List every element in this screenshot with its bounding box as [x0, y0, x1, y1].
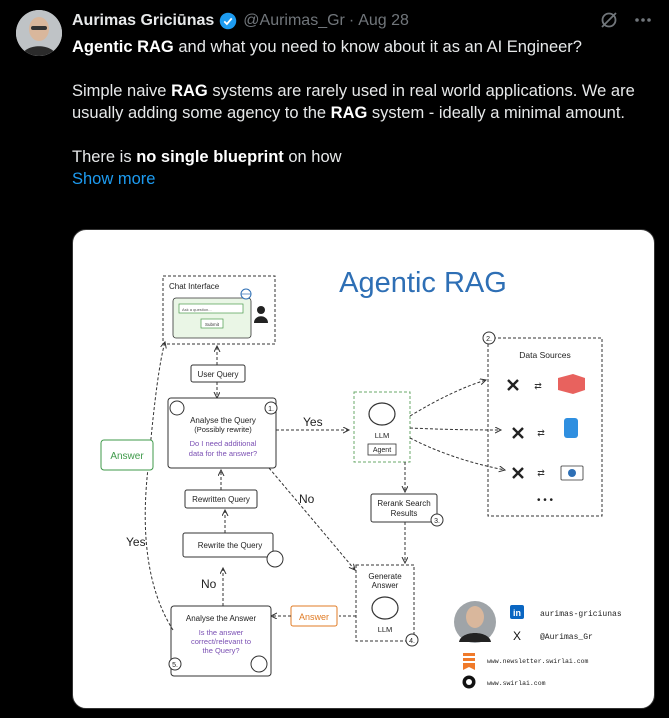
- possibly-rewrite-label: (Possibly rewrite): [194, 425, 252, 434]
- tweet-p2-e: system - ideally a minimal amount.: [367, 104, 626, 122]
- substack-icon: [463, 653, 475, 656]
- answer-orange-label: Answer: [299, 612, 329, 622]
- brain-icon-agent: [368, 402, 396, 426]
- step-1: 1.: [268, 406, 274, 413]
- user-query-box: [190, 364, 246, 383]
- answer-green-box: [100, 439, 154, 471]
- rewritten-query-label: Rewritten Query: [192, 495, 250, 504]
- brain-icon-answer: [250, 655, 268, 673]
- relevant-line1: Is the answer: [199, 628, 244, 637]
- author-name[interactable]: Aurimas Griciūnas: [72, 12, 215, 29]
- ask-question-input: [178, 303, 244, 314]
- tweet-p2-b: RAG: [171, 82, 208, 100]
- linkedin-icon: [510, 605, 524, 619]
- verified-badge-icon: [220, 12, 237, 30]
- rerank-line1: Rerank Search: [377, 499, 430, 508]
- tool-icon: [507, 379, 524, 479]
- agent-label: Agent: [373, 447, 391, 454]
- tweet-headline-rest: and what you need to know about it as an…: [173, 38, 582, 56]
- answer-green-label: Answer: [110, 451, 144, 462]
- x-logo-icon: X: [513, 629, 521, 643]
- rewrite-query-box: [182, 532, 274, 558]
- step-5: 5.: [172, 662, 178, 669]
- author-handle[interactable]: @Aurimas_Gr: [243, 12, 345, 29]
- site-url: www.swirlai.com: [487, 680, 546, 687]
- tweet-p2-c: systems are rarely used in real world ap…: [72, 82, 635, 122]
- agent-llm-label: LLM: [375, 431, 390, 440]
- tweet-p3-b: no single blueprint: [136, 148, 284, 166]
- analyse-query-box: [167, 397, 277, 469]
- tweet-p2-a: Simple naive: [72, 82, 172, 100]
- svg-text:⇄: ⇄: [534, 381, 542, 391]
- generate-line2: Answer: [372, 581, 399, 590]
- x-handle: @Aurimas_Gr: [540, 633, 593, 642]
- step-4: 4.: [409, 638, 415, 645]
- generate-line1: Generate: [368, 572, 402, 581]
- need-data-line2: data for the answer?: [189, 449, 257, 458]
- newsletter-url: www.newsletter.swirlai.com: [487, 658, 589, 665]
- grok-icon[interactable]: [599, 10, 619, 30]
- rerank-box: [370, 493, 438, 523]
- analyse-query-label: Analyse the Query: [190, 416, 256, 425]
- no-label-bottom: No: [201, 577, 217, 591]
- tweet-image[interactable]: Agentic RAG Chat Interface Ask a questio…: [72, 229, 655, 709]
- user-query-label: User Query: [198, 370, 239, 379]
- relevant-line3: the Query?: [202, 646, 239, 655]
- diagram-title: Agentic RAG: [339, 267, 507, 299]
- tweet-header: Aurimas Griciūnas @Aurimas_Gr · Aug 28: [72, 10, 409, 32]
- step-3: 3.: [434, 518, 440, 525]
- no-label-middle: No: [299, 492, 315, 506]
- brain-icon: [169, 400, 185, 416]
- brain-icon-rewrite: [266, 550, 284, 568]
- rewrite-query-label: Rewrite the Query: [198, 541, 262, 550]
- data-sources-box: [487, 337, 603, 517]
- need-data-line1: Do I need additional: [190, 439, 257, 448]
- tweet-text: Agentic RAG and what you need to know ab…: [72, 36, 652, 190]
- chat-interface-box: [162, 275, 276, 345]
- rerank-line2: Results: [391, 509, 418, 518]
- step-2: 2.: [486, 336, 492, 343]
- tweet-p3-c: on how: [283, 148, 342, 166]
- agentic-rag-diagram: Agentic RAG Chat Interface Ask a questio…: [100, 267, 622, 689]
- tweet-p3-a: There is: [72, 148, 137, 166]
- header-separator: ·: [348, 12, 355, 29]
- svg-text:⇄: ⇄: [537, 468, 545, 478]
- analyse-answer-box: [170, 605, 272, 677]
- vector-db-icon: [558, 374, 585, 394]
- user-icon: [257, 306, 265, 314]
- analyse-answer-label: Analyse the Answer: [186, 614, 257, 623]
- submit-label: Submit: [205, 322, 220, 327]
- linkedin-handle: aurimas-griciunas: [540, 610, 622, 619]
- more-sources: • • •: [537, 495, 554, 506]
- submit-button: [200, 318, 224, 329]
- avatar[interactable]: [16, 10, 62, 56]
- generate-llm-label: LLM: [378, 625, 393, 634]
- relevant-line2: correct/relevant to: [191, 637, 251, 646]
- show-more-link[interactable]: Show more: [72, 170, 156, 188]
- yes-label-top: Yes: [303, 415, 323, 429]
- svg-text:⇄: ⇄: [537, 428, 545, 438]
- database-icon: [564, 418, 578, 438]
- tweet-headline-bold: Agentic RAG: [72, 38, 174, 56]
- tweet-p2-d: RAG: [330, 104, 368, 122]
- tweet-date[interactable]: Aug 28: [358, 12, 409, 29]
- svg-text:in: in: [513, 608, 521, 618]
- brain-icon-generate: [371, 596, 399, 620]
- data-sources-label: Data Sources: [519, 350, 571, 360]
- yes-label-left: Yes: [126, 535, 146, 549]
- header-actions: [599, 10, 653, 30]
- chat-interface-label: Chat Interface: [169, 282, 220, 291]
- ask-placeholder: Ask a question...: [182, 307, 212, 312]
- more-options-icon[interactable]: [633, 10, 653, 30]
